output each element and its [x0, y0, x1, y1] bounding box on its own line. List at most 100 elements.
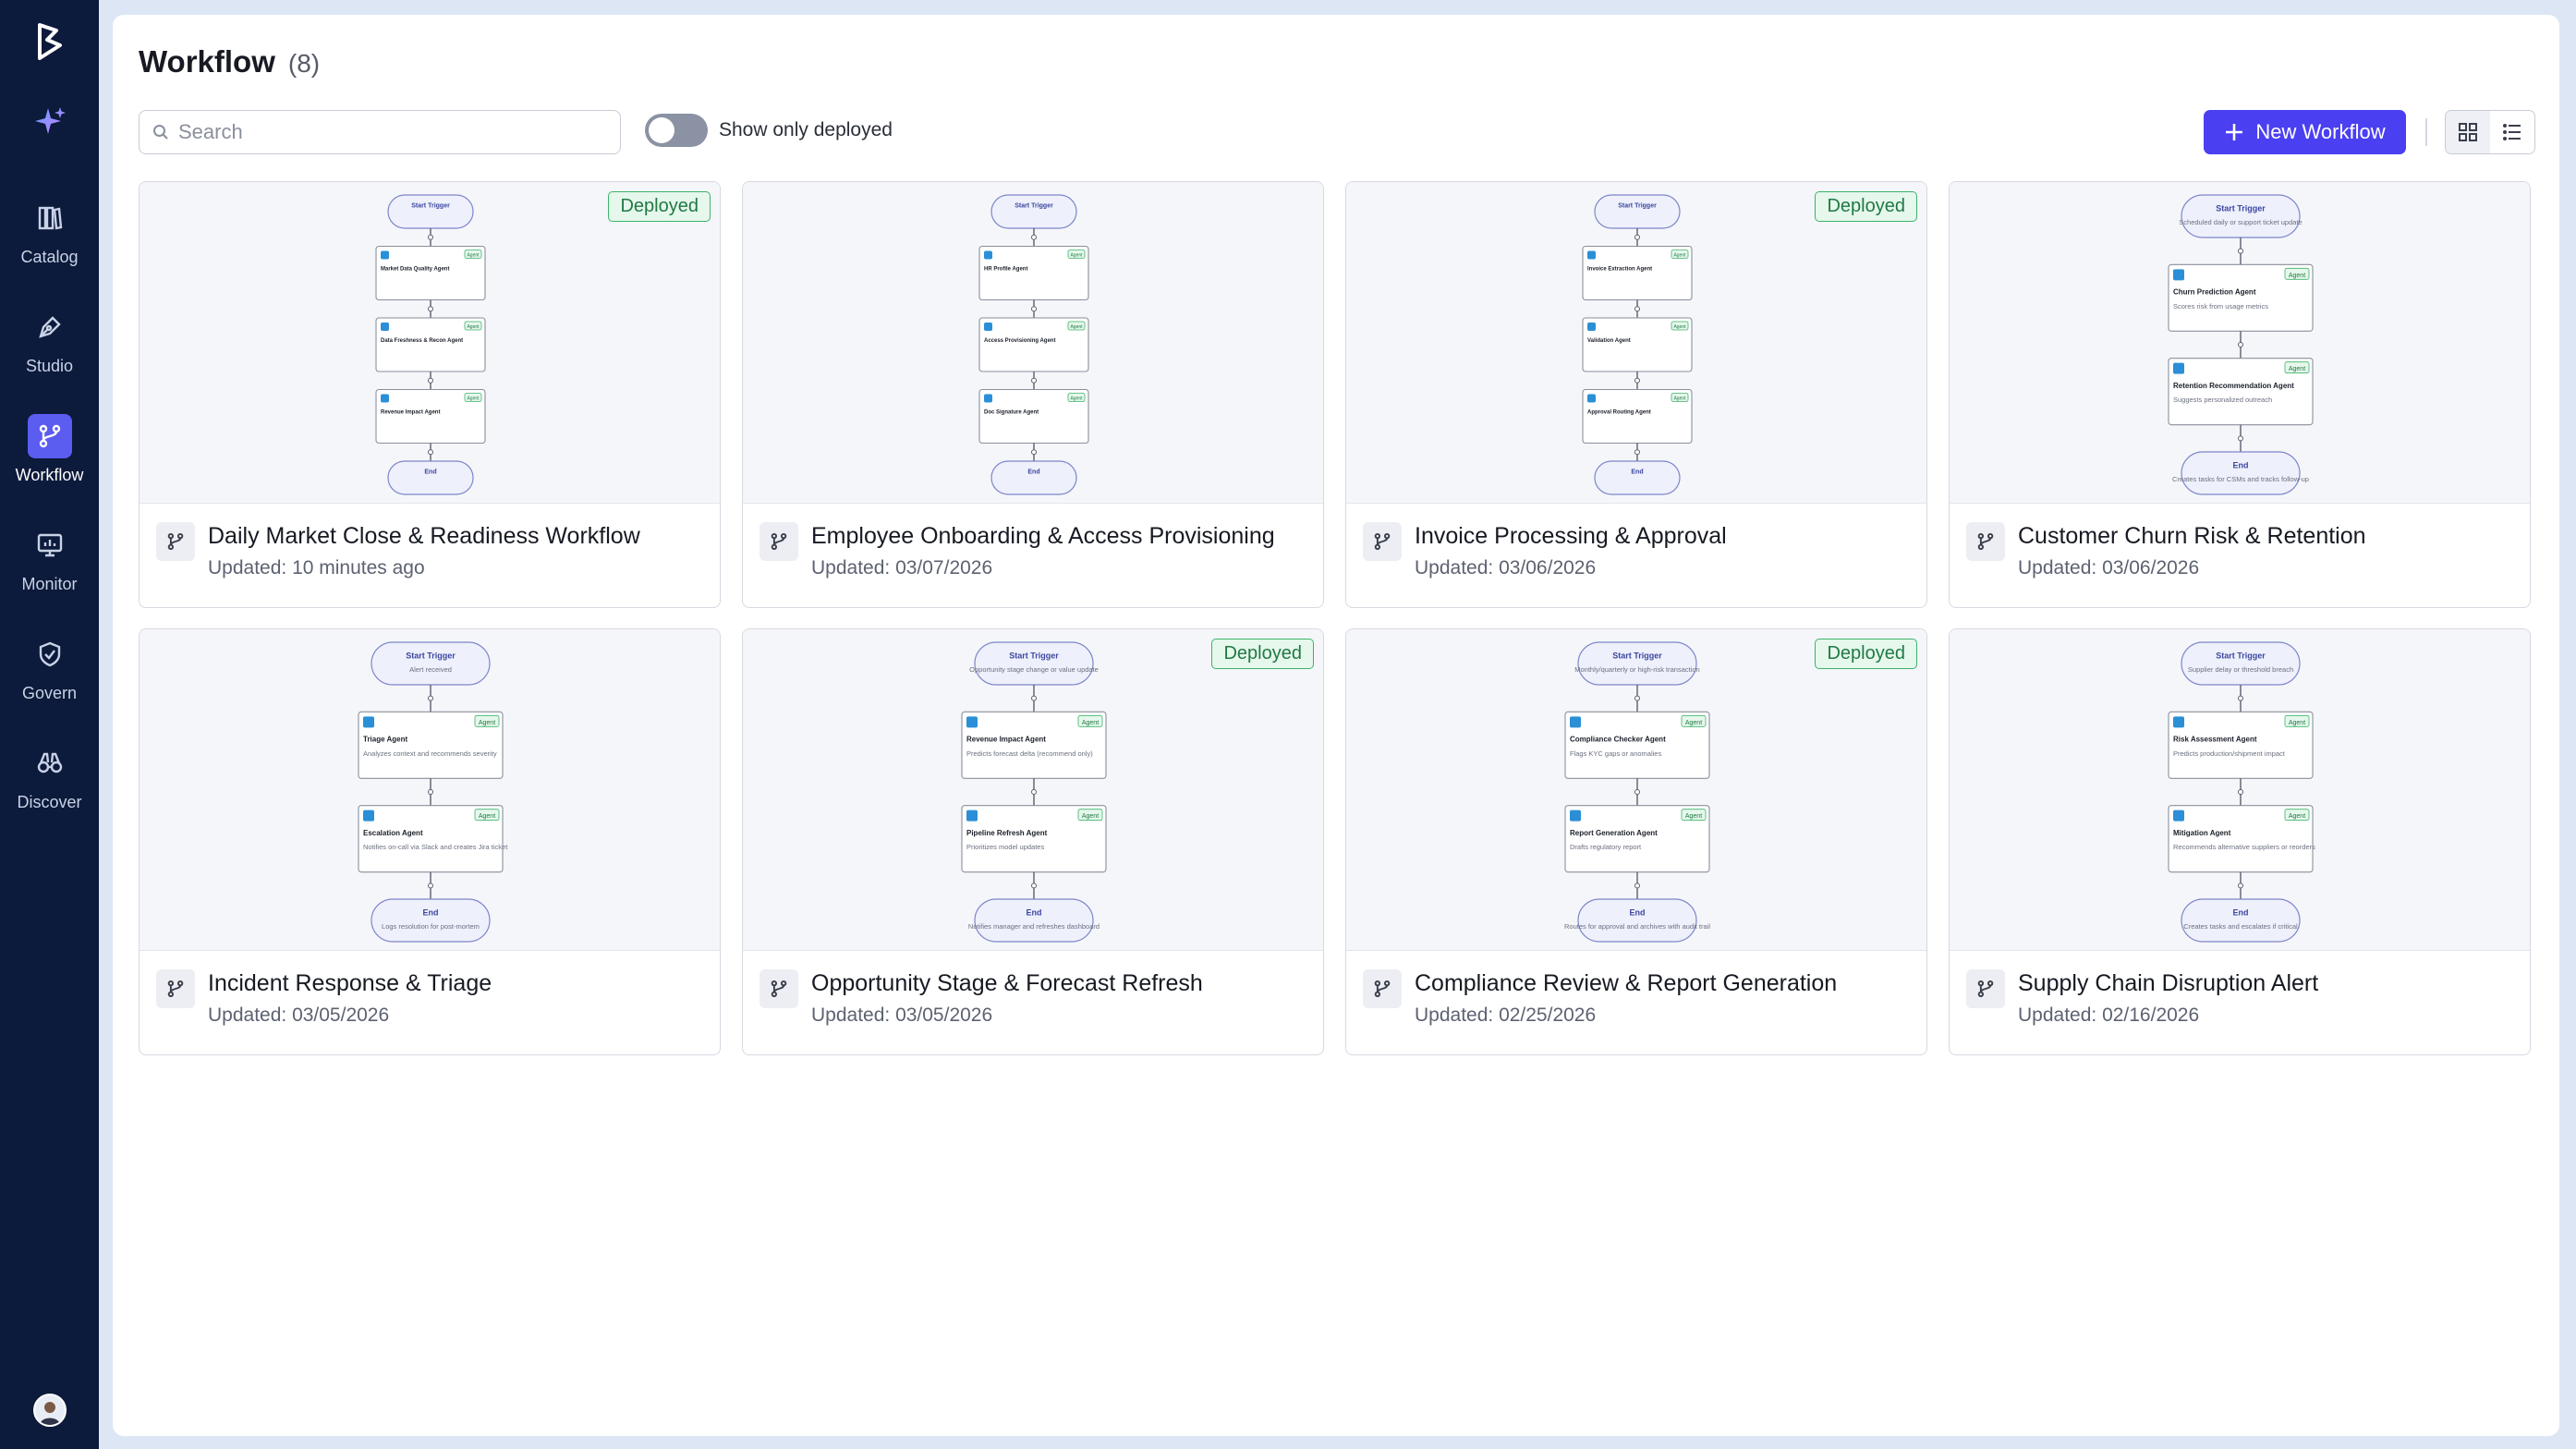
workflow-icon [1363, 522, 1402, 561]
new-workflow-button[interactable]: New Workflow [2204, 110, 2406, 154]
agent-logo-icon [381, 250, 389, 260]
sidebar-item-studio[interactable]: Studio [0, 294, 99, 386]
end-label: End [2233, 907, 2249, 917]
sidebar-item-label: Workflow [15, 465, 84, 484]
search-input[interactable] [178, 120, 603, 144]
end-label: End [1631, 469, 1643, 476]
show-only-deployed-toggle[interactable] [645, 114, 708, 147]
end-node [387, 460, 474, 495]
agent-tag [2284, 267, 2310, 280]
deployed-badge: Deployed [1815, 639, 1917, 669]
start-trigger-node [387, 194, 474, 229]
agent-tag [464, 250, 482, 259]
end-sub: Creates tasks and escalates if critical [2183, 922, 2298, 931]
connector-dot [2238, 695, 2243, 701]
workflow-icon [1363, 969, 1402, 1008]
agent-tag [1671, 321, 1689, 331]
sidebar-item-workflow[interactable]: Workflow [0, 403, 99, 495]
workflow-name: Invoice Processing & Approval [1415, 523, 1727, 549]
workflow-updated: Updated: 03/07/2026 [811, 557, 993, 578]
agent-name: HR Profile Agent [984, 267, 1027, 273]
agent-tag [1671, 250, 1689, 259]
connector-dot [1031, 695, 1037, 701]
connector-dot [2238, 248, 2243, 254]
start-trigger-node [371, 641, 491, 686]
start-trigger-node [1594, 194, 1681, 229]
sidebar-item-discover[interactable]: Discover [0, 730, 99, 822]
agent-name: Retention Recommendation Agent [2173, 382, 2294, 390]
sidebar-item-catalog[interactable]: Catalog [0, 185, 99, 277]
agent-tag [1681, 809, 1707, 822]
start-trigger-sub: Supplier delay or threshold breach [2188, 665, 2293, 674]
connector-dot [1031, 883, 1037, 889]
connector-dot [428, 789, 433, 795]
workflow-icon [759, 969, 798, 1008]
start-trigger-label: Start Trigger [1618, 203, 1657, 210]
workflow-icon [156, 522, 195, 561]
sidebar-item-label: Discover [17, 792, 82, 811]
agent-tag-label: Agent [1082, 720, 1099, 726]
agent-name: Market Data Quality Agent [381, 267, 449, 273]
brand-logo-icon[interactable] [27, 18, 73, 65]
agent-logo-icon [984, 250, 992, 260]
connector-dot [428, 883, 433, 889]
end-node [974, 898, 1094, 943]
agent-tag-label: Agent [467, 396, 480, 402]
agent-sub: Predicts production/shipment impact [2173, 749, 2286, 758]
ai-sparkle-icon[interactable] [27, 100, 73, 146]
sidebar-item-monitor[interactable]: Monitor [0, 512, 99, 604]
agent-tag-label: Agent [479, 813, 495, 820]
view-toggle [2445, 110, 2535, 154]
agent-name: Risk Assessment Agent [2173, 736, 2257, 744]
agent-logo-icon [363, 810, 374, 822]
agent-tag [1681, 714, 1707, 727]
sidebar-item-govern[interactable]: Govern [0, 621, 99, 713]
connector-dot [1634, 789, 1640, 795]
list-icon [2503, 124, 2521, 140]
start-trigger-node [2181, 194, 2301, 238]
grid-view-button[interactable] [2446, 111, 2490, 153]
connector-dot [1031, 449, 1037, 456]
connector-dot [1634, 377, 1640, 384]
search-box[interactable] [139, 110, 621, 154]
toggle-label: Show only deployed [719, 119, 893, 140]
end-label: End [424, 469, 436, 476]
agent-name: Triage Agent [363, 736, 407, 744]
toggle-knob [649, 117, 674, 143]
agent-tag-label: Agent [1082, 813, 1099, 820]
agent-tag [1077, 809, 1103, 822]
page-header: Workflow (8) [139, 44, 320, 79]
workflow-icon [1966, 969, 2005, 1008]
workflow-updated: Updated: 10 minutes ago [208, 557, 425, 578]
list-view-button[interactable] [2490, 111, 2534, 153]
agent-node [1564, 711, 1710, 779]
deployed-badge: Deployed [1815, 191, 1917, 222]
connector-dot [428, 234, 433, 240]
workflow-info: Employee Onboarding & Access Provisionin… [759, 520, 1275, 579]
avatar[interactable] [33, 1394, 67, 1427]
agent-tag [2284, 809, 2310, 822]
toolbar-divider [2425, 118, 2427, 146]
agent-tag-label: Agent [2289, 366, 2305, 372]
agent-sub: Drafts regulatory report [1570, 843, 1642, 851]
connector-dot [1634, 234, 1640, 240]
agent-name: Compliance Checker Agent [1570, 736, 1666, 744]
workflow-name: Employee Onboarding & Access Provisionin… [811, 523, 1275, 549]
